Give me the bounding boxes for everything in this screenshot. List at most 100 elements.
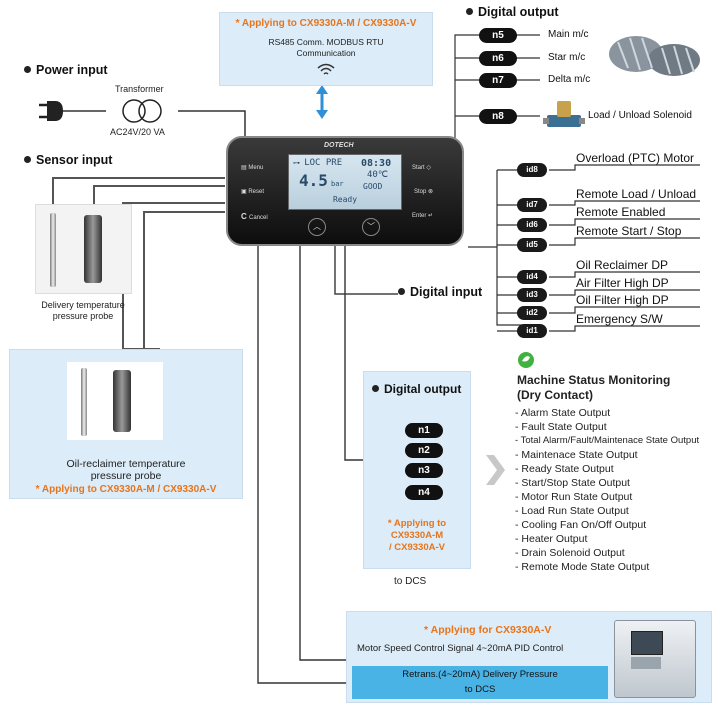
- bottom-applying-2: CX9330A-M: [390, 530, 444, 541]
- output-tag-n2: n2: [405, 443, 443, 458]
- lcd-mode: ⊶ LOC PRE: [293, 158, 342, 168]
- output-label-delta: Delta m/c: [548, 74, 591, 85]
- lcd-time: 08:30: [361, 158, 392, 169]
- key-icon: ⊶: [293, 159, 305, 167]
- lcd-status: GOOD: [363, 182, 383, 191]
- reset-icon: ▣: [241, 189, 249, 195]
- cancel-button-label: Cancel: [249, 215, 268, 221]
- input-tag-id2: id2: [517, 306, 547, 320]
- digital-output-bottom-title-text: Digital output: [384, 382, 462, 396]
- stop-button-label: Stop: [414, 189, 427, 195]
- transformer-label: Transformer: [115, 84, 164, 94]
- input-tag-id4: id4: [517, 270, 547, 284]
- to-dcs-label: to DCS: [394, 576, 427, 587]
- bottom-applying-3: / CX9330A-V: [389, 542, 445, 553]
- menu-button[interactable]: ▤ Menu: [241, 164, 263, 171]
- output-label-main: Main m/c: [548, 29, 589, 40]
- lcd-pressure: 4.5: [299, 171, 328, 190]
- oil-reclaimer-box: Oil-reclaimer temperature pressure probe…: [9, 349, 243, 499]
- input-tag-id3: id3: [517, 288, 547, 302]
- input-label-emergency: Emergency S/W: [576, 312, 663, 326]
- output-tag-n8: n8: [479, 109, 517, 124]
- bullet-icon: [466, 8, 473, 15]
- oil-probe-label-2: pressure probe: [90, 470, 162, 482]
- retrans-label-1: Retrans.(4~20mA) Delivery Pressure: [402, 669, 558, 680]
- sensor-input-title: Sensor input: [24, 153, 112, 167]
- temperature-probe-icon: [81, 368, 87, 436]
- stop-button[interactable]: Stop ⊗: [414, 188, 433, 195]
- status-item: - Total Alarm/Fault/Maintenace State Out…: [515, 435, 700, 446]
- menu-icon: ▤: [241, 165, 249, 171]
- up-button[interactable]: ︿: [308, 218, 326, 236]
- start-button[interactable]: Start ◇: [412, 164, 431, 171]
- motor-speed-signal-label: Motor Speed Control Signal 4~20mA PID Co…: [357, 643, 564, 654]
- lcd-temp: 40℃: [367, 170, 388, 180]
- input-label-air-filter: Air Filter High DP: [576, 276, 669, 290]
- input-label-oil-filter: Oil Filter High DP: [576, 293, 669, 307]
- solenoid-valve-icon: [543, 101, 585, 127]
- delivery-probe-label-1: Delivery temperature: [41, 300, 125, 310]
- status-item: - Motor Run State Output: [515, 491, 633, 503]
- status-item: - Load Run State Output: [515, 505, 629, 517]
- output-tag-n6: n6: [479, 51, 517, 66]
- bullet-icon: [24, 66, 31, 73]
- output-tag-n4: n4: [405, 485, 443, 500]
- oil-probe-applying-note: * Applying to CX9330A-M / CX9330A-V: [35, 484, 217, 495]
- inverter-photo: [614, 620, 696, 698]
- enter-button[interactable]: Enter ↵: [412, 212, 433, 219]
- screw-rotor-icon: [609, 36, 700, 76]
- reset-button[interactable]: ▣ Reset: [241, 188, 264, 195]
- chevron-up-icon: ︿: [313, 222, 321, 231]
- transformer-icon: [122, 99, 162, 123]
- lcd-mode-text: LOC PRE: [304, 158, 343, 168]
- digital-output-bottom-title: Digital output: [372, 382, 461, 396]
- wireless-icon: [317, 63, 335, 75]
- reset-button-label: Reset: [248, 189, 265, 195]
- input-tag-id8: id8: [517, 163, 547, 177]
- lcd-temp-unit: ℃: [377, 170, 388, 180]
- input-tag-id1: id1: [517, 324, 547, 338]
- oil-probe-label-1: Oil-reclaimer temperature: [66, 458, 186, 470]
- status-item: - Heater Output: [515, 533, 588, 545]
- enter-button-label: Enter: [412, 213, 427, 219]
- input-label-overload: Overload (PTC) Motor: [576, 151, 695, 165]
- digital-input-title: Digital input: [398, 285, 482, 299]
- down-button[interactable]: ﹀: [362, 218, 380, 236]
- menu-button-label: Menu: [248, 165, 264, 171]
- start-button-label: Start: [412, 165, 425, 171]
- output-label-solenoid: Load / Unload Solenoid: [588, 110, 692, 121]
- input-label-oil-reclaimer: Oil Reclaimer DP: [576, 258, 669, 272]
- status-item: - Remote Mode State Output: [515, 561, 650, 573]
- delivery-probe-photo: [35, 204, 132, 294]
- start-icon: ◇: [424, 165, 431, 171]
- delivery-probe-label-2: pressure probe: [52, 311, 114, 321]
- machine-status-title-1: Machine Status Monitoring: [517, 373, 671, 387]
- input-label-remote-enabled: Remote Enabled: [576, 205, 666, 219]
- bullet-icon: [398, 288, 405, 295]
- comm-line-1: RS485 Comm. MODBUS RTU: [268, 37, 384, 47]
- bullet-icon: [24, 156, 31, 163]
- lcd-state: Ready: [332, 195, 358, 204]
- machine-status-title-2: (Dry Contact): [517, 388, 594, 402]
- controller-brand: DOTECH: [324, 142, 354, 149]
- power-input-title-text: Power input: [36, 63, 108, 77]
- cancel-button[interactable]: C Cancel: [241, 212, 268, 221]
- status-item: - Fault State Output: [515, 421, 607, 433]
- inverter-keypad-icon: [631, 657, 661, 669]
- plug-icon: [39, 101, 63, 121]
- output-label-star: Star m/c: [548, 52, 586, 63]
- chevron-down-icon: ﹀: [367, 222, 375, 231]
- status-item: - Alarm State Output: [515, 407, 611, 419]
- comm-line-2: Communication: [296, 48, 356, 58]
- input-tag-id6: id6: [517, 218, 547, 232]
- digital-output-top-title: Digital output: [466, 5, 559, 19]
- digital-output-top-title-text: Digital output: [478, 5, 559, 19]
- status-item: - Cooling Fan On/Off Output: [515, 519, 647, 531]
- status-item: - Start/Stop State Output: [515, 477, 630, 489]
- inverter-display-icon: [631, 631, 663, 655]
- digital-input-title-text: Digital input: [410, 285, 483, 299]
- controller-device: DOTECH ▤ Menu ▣ Reset C Cancel Start ◇ S…: [226, 136, 464, 246]
- bottom-applying-1: * Applying to: [387, 518, 447, 529]
- input-tag-id7: id7: [517, 198, 547, 212]
- sensor-input-title-text: Sensor input: [36, 153, 113, 167]
